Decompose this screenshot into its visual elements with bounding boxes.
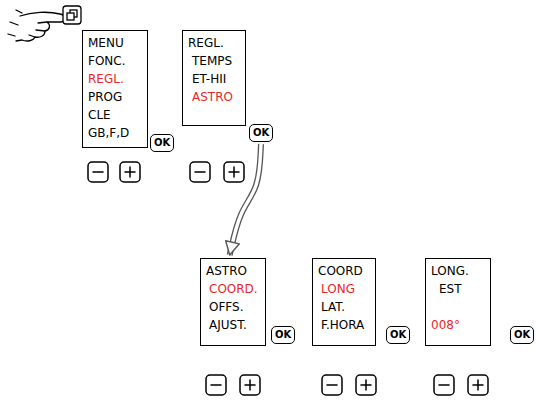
arrow-outline bbox=[230, 144, 261, 255]
menu-item: FONC. bbox=[88, 52, 126, 70]
button-label: OK bbox=[253, 127, 269, 139]
lcd-screen: REGL.TEMPSET-HIIASTRO bbox=[182, 30, 246, 126]
lcd-screen: COORDLONGLAT.F.HORA bbox=[312, 258, 376, 346]
menu-item: LONG. bbox=[431, 262, 469, 280]
menu-key-icon bbox=[63, 6, 81, 24]
menu-item: COORD. bbox=[209, 280, 258, 298]
menu-item: CLE bbox=[88, 106, 111, 124]
hand-icon bbox=[8, 10, 65, 41]
ok-button: OK bbox=[510, 326, 534, 344]
button-label: OK bbox=[390, 329, 406, 341]
menu-item: ET-HII bbox=[192, 70, 226, 88]
menu-item: COORD bbox=[318, 262, 363, 280]
flow-arrow bbox=[230, 144, 261, 255]
lcd-screen: MENUFONC.REGL.PROGCLEGB,F,D bbox=[82, 30, 148, 148]
button-label: OK bbox=[275, 329, 291, 341]
menu-item: REGL. bbox=[88, 70, 124, 88]
button-label: OK bbox=[514, 329, 530, 341]
menu-item: OFFS. bbox=[209, 298, 243, 316]
menu-item: PROG bbox=[88, 88, 122, 106]
menu-item: 008° bbox=[431, 316, 460, 334]
lcd-screen: LONG.EST 008° bbox=[425, 258, 491, 346]
ok-button: OK bbox=[150, 134, 174, 152]
menu-item: AJUST. bbox=[209, 316, 247, 334]
ok-button: OK bbox=[271, 326, 295, 344]
menu-item: LAT. bbox=[321, 298, 345, 316]
ok-button: OK bbox=[249, 124, 273, 142]
menu-item: TEMPS bbox=[192, 52, 232, 70]
lcd-screen: ASTROCOORD.OFFS.AJUST. bbox=[200, 258, 266, 346]
arrow-body bbox=[230, 144, 261, 255]
menu-item: EST bbox=[439, 280, 462, 298]
menu-item: REGL. bbox=[188, 34, 224, 52]
menu-item: LONG bbox=[321, 280, 355, 298]
menu-item: GB,F,D bbox=[88, 124, 129, 142]
button-label: OK bbox=[154, 137, 170, 149]
ok-button: OK bbox=[386, 326, 410, 344]
menu-item: MENU bbox=[88, 34, 124, 52]
menu-item: ASTRO bbox=[192, 88, 233, 106]
menu-item: ASTRO bbox=[206, 262, 247, 280]
menu-item: F.HORA bbox=[321, 316, 364, 334]
